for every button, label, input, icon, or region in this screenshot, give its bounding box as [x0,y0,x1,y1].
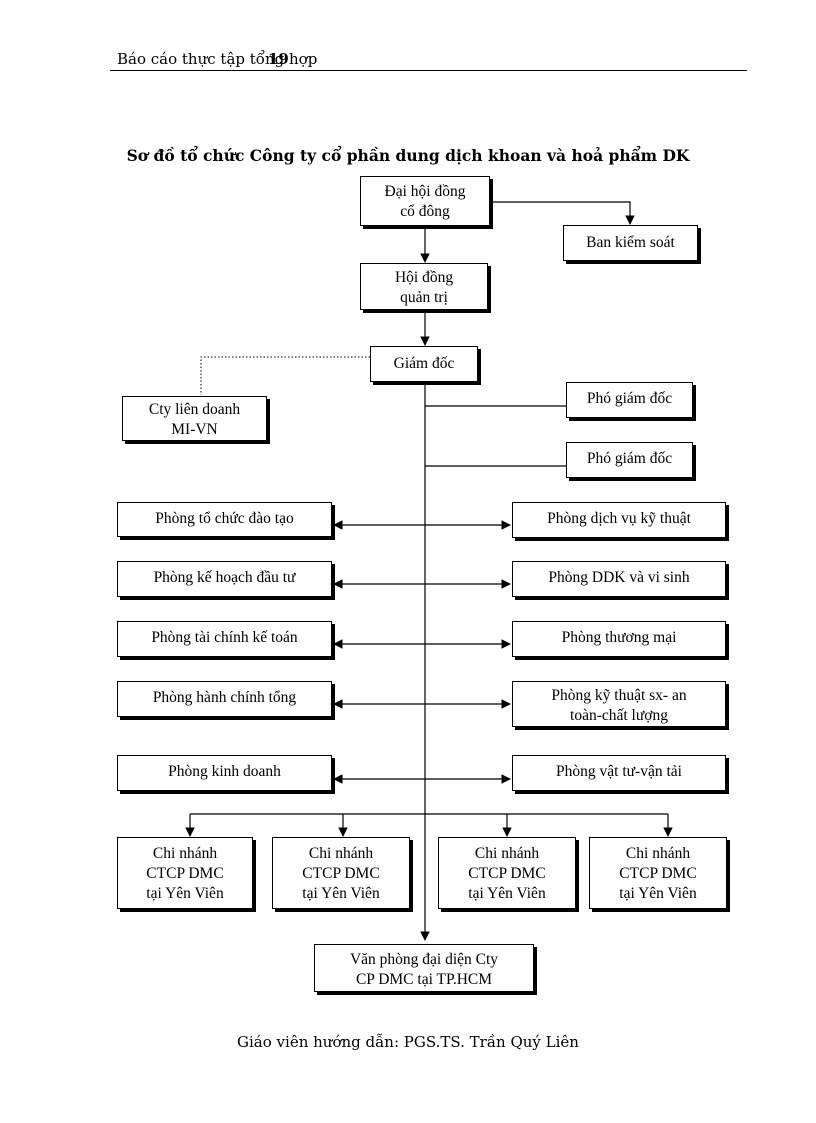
box-dept-production-safety: Phòng kỹ thuật sx- an toàn-chất lượng [512,681,726,727]
box-branch-3: Chi nhánh CTCP DMC tại Yên Viên [438,837,576,909]
box-branch-2: Chi nhánh CTCP DMC tại Yên Viên [272,837,410,909]
edge-shareholders-supervisory [490,201,635,225]
page-number: 19 [268,50,289,68]
box-dept-technical-service: Phòng dịch vụ kỹ thuật [512,502,726,538]
box-dept-commerce: Phòng thương mại [512,621,726,657]
box-dept-training: Phòng tổ chức đào tạo [117,502,332,537]
box-rep-office: Văn phòng đại diện Cty CP DMC tại TP.HCM [314,944,534,992]
box-deputy-director-2: Phó giám đốc [566,442,693,478]
box-joint-venture: Cty liên doanh MI-VN [122,396,267,441]
footer-advisor: Giáo viên hướng dẫn: PGS.TS. Trần Quý Li… [237,1033,579,1051]
box-branch-4: Chi nhánh CTCP DMC tại Yên Viên [589,837,727,909]
box-board: Hội đồng quản trị [360,263,488,310]
box-deputy-director-1: Phó giám đốc [566,382,693,418]
edge-director-jointventure [200,356,370,395]
box-dept-planning: Phòng kế hoạch đầu tư [117,561,332,597]
box-dept-ddk-microbio: Phòng DDK và vi sinh [512,561,726,597]
box-dept-finance: Phòng tài chính kế toán [117,621,332,657]
box-dept-admin: Phòng hành chính tổng [117,681,332,717]
box-supervisory: Ban kiểm soát [563,225,698,261]
box-shareholders: Đại hội đồng cổ đông [360,176,490,226]
box-director: Giám đốc [370,346,478,382]
box-dept-business: Phòng kinh doanh [117,755,332,791]
box-branch-1: Chi nhánh CTCP DMC tại Yên Viên [117,837,253,909]
diagram-title: Sơ đồ tổ chức Công ty cổ phần dung dịch … [126,146,690,165]
box-dept-logistics: Phòng vật tư-vận tải [512,755,726,791]
header-rule [110,70,747,71]
running-header: Báo cáo thực tập tổng hợp [117,50,318,68]
